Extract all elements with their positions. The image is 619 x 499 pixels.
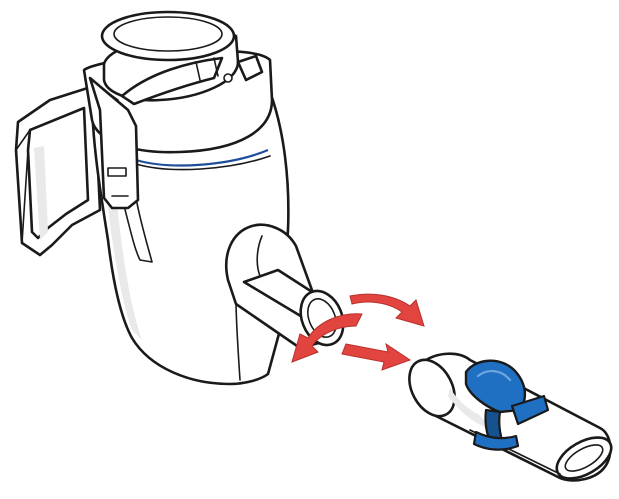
mouthpiece [400, 352, 618, 487]
nebulizer-cup [16, 12, 351, 384]
arrow-straight [342, 344, 410, 370]
arrow-right-curved [350, 294, 424, 326]
nebulizer-handle [16, 86, 100, 255]
